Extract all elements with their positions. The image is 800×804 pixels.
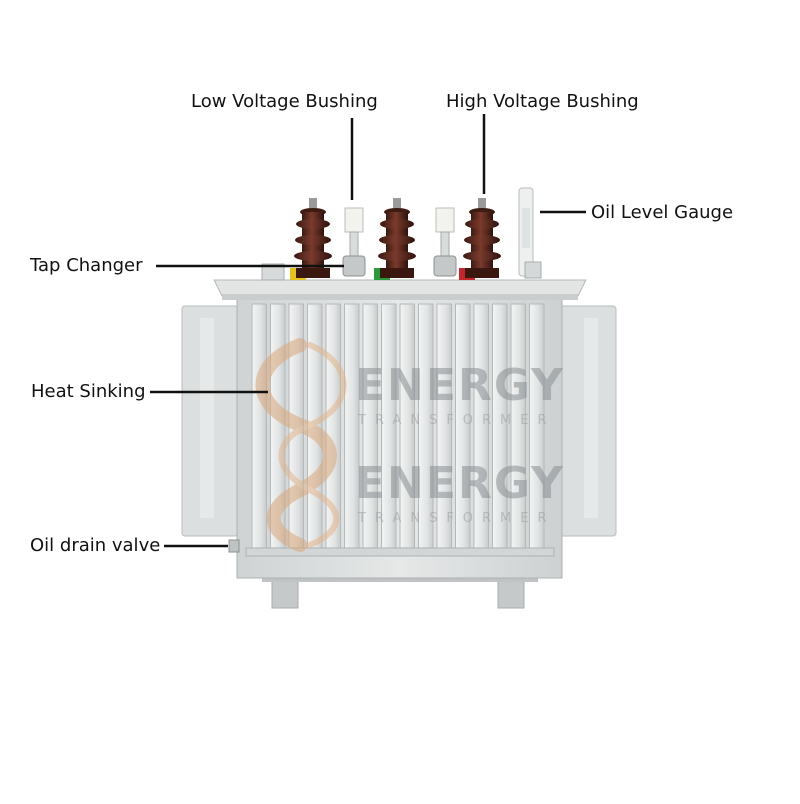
- heat-sink-fin: [344, 303, 360, 553]
- label-oil-level-gauge: Oil Level Gauge: [591, 202, 734, 223]
- oil-level-gauge: [518, 187, 542, 279]
- hv-bushing-1: [294, 198, 332, 278]
- tank-cover: [213, 279, 587, 300]
- label-tap-changer: Tap Changer: [30, 255, 143, 276]
- heat-sink-fin: [251, 303, 267, 553]
- lv-bushing-2: [433, 207, 457, 277]
- watermark: ENERGY TRANSFORMER ENERGY TRANSFORMER: [255, 338, 565, 552]
- label-heat-sinking: Heat Sinking: [31, 381, 146, 402]
- heat-sink-fins: [245, 303, 555, 557]
- watermark-brand-2: ENERGY: [355, 458, 565, 509]
- lv-bushing-1: [342, 207, 366, 277]
- watermark-tagline-1: TRANSFORMER: [357, 413, 556, 428]
- base-feet: [262, 576, 538, 609]
- watermark-logo: [255, 338, 347, 552]
- heat-sink-bottom-rail: [245, 547, 555, 557]
- lifting-lug: [261, 263, 285, 281]
- hv-bushing-2: [378, 198, 416, 278]
- label-low-voltage-bushing: Low Voltage Bushing: [191, 91, 378, 112]
- label-high-voltage-bushing: High Voltage Bushing: [446, 91, 639, 112]
- watermark-tagline-2: TRANSFORMER: [357, 511, 556, 526]
- oil-drain-valve-part: [228, 539, 240, 553]
- label-oil-drain-valve: Oil drain valve: [30, 535, 161, 556]
- watermark-brand-1: ENERGY: [355, 360, 565, 411]
- hv-bushing-3: [463, 198, 501, 278]
- leader-lines: [150, 114, 586, 548]
